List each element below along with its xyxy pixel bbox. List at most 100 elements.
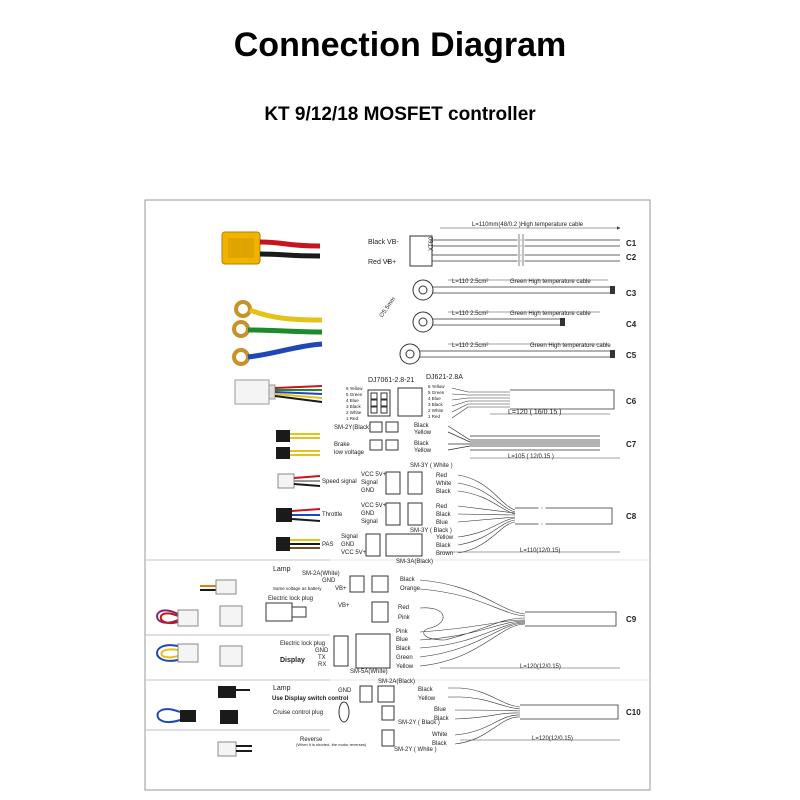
svg-text:Yellow: Yellow — [418, 696, 436, 702]
c8-pas-connector: SM-3A(Black) — [396, 559, 433, 565]
c9-lamp-connector: SM-2A(White) — [302, 571, 340, 577]
page-subtitle: KT 9/12/18 MOSFET controller — [264, 104, 536, 125]
c6-id: C6 — [626, 397, 637, 406]
c10-id: C10 — [626, 708, 641, 717]
svg-text:Black: Black — [434, 716, 450, 722]
svg-text:RX: RX — [318, 662, 326, 668]
throttle-connector-icon — [276, 508, 321, 522]
svg-text:Signal: Signal — [361, 480, 378, 486]
c9-lamp-title: Lamp — [273, 566, 291, 573]
svg-text:Blue: Blue — [434, 707, 447, 713]
c5-length-label: L=110 2.5cm² — [452, 343, 488, 349]
svg-text:5 Green: 5 Green — [428, 390, 445, 395]
c4-length-label: L=110 2.5cm² — [452, 311, 488, 317]
svg-text:GND: GND — [315, 648, 329, 654]
c10-reverse-connector: SM-2Y ( White ) — [394, 747, 437, 753]
svg-text:Signal: Signal — [361, 519, 378, 525]
c9-lock-title: Electric lock plug — [268, 596, 313, 602]
c7-brake-sub: low voltage — [334, 450, 365, 456]
c9-lock2-title: Electric lock plug — [280, 641, 325, 647]
svg-text:Green: Green — [396, 655, 413, 661]
svg-text:4 Blue: 4 Blue — [346, 398, 359, 403]
svg-text:Yellow: Yellow — [436, 535, 454, 541]
c10-accessory-cable: Lamp SM-2A(Black) GND Use Display switch… — [272, 679, 641, 753]
c7-brake-cable: SM-2Y(Black) Black Yellow Brake low volt… — [334, 421, 637, 460]
c6-right-connector: DJ621-2.8A — [426, 374, 463, 381]
svg-text:TX: TX — [318, 655, 326, 661]
svg-text:GND: GND — [341, 542, 355, 548]
reverse-connector-icon — [217, 741, 252, 757]
svg-text:1 Red: 1 Red — [428, 414, 441, 419]
c3-cable-label: Green High temperature cable — [510, 279, 591, 285]
svg-text:Orange: Orange — [400, 586, 421, 592]
brake-connector-icon — [276, 430, 320, 459]
c10-reverse-note: (When it is shorted, the motor reverses) — [296, 742, 367, 747]
svg-text:VCC 5V+: VCC 5V+ — [341, 550, 367, 556]
svg-text:VB+: VB+ — [338, 603, 350, 609]
c1-length-label: L=110mm(48/0.2 )High temperature cable — [472, 222, 584, 228]
c7-brake-label: Brake — [334, 442, 350, 448]
c6-length-label: L=120 ( 16/0.15 ) — [508, 409, 562, 416]
svg-text:5 Green: 5 Green — [346, 392, 363, 397]
c10-lamp-connector: SM-2A(Black) — [378, 679, 415, 685]
c7-length-label: L=105 ( 12/0.15 ) — [508, 454, 554, 460]
svg-text:Black: Black — [436, 489, 452, 495]
svg-text:VCC 5V+: VCC 5V+ — [361, 472, 387, 478]
svg-text:6 Yellow: 6 Yellow — [428, 384, 445, 389]
svg-text:6 Yellow: 6 Yellow — [346, 386, 363, 391]
c9-display-connector: SM-5A(White) — [350, 669, 388, 675]
hall-connector-icon — [234, 379, 323, 405]
xt60-mark: XT60 — [429, 236, 435, 251]
svg-text:White: White — [436, 481, 452, 487]
c9-display-label: Display — [280, 657, 305, 664]
c8-throttle-connector: SM-3Y ( Black ) — [410, 528, 452, 534]
svg-text:Signal: Signal — [341, 534, 358, 540]
c1-c2-battery-leads: Black VB- Red VB+ + XT60 L=110mm(48/0.2 … — [368, 222, 637, 267]
c8-pas-label: PAS — [322, 542, 334, 548]
svg-text:Black: Black — [436, 512, 452, 518]
c10-reverse-label: Reverse — [300, 737, 323, 743]
svg-text:4 Blue: 4 Blue — [428, 396, 441, 401]
c8-speed-connector: SM-3Y ( White ) — [410, 463, 453, 469]
c4-cable-label: Green High temperature cable — [510, 311, 591, 317]
svg-text:2 White: 2 White — [346, 410, 362, 415]
c5-phase-lead: L=110 2.5cm² Green High temperature cabl… — [399, 343, 637, 365]
c10-lamp-title: Lamp — [273, 685, 291, 692]
electric-lock-loop-icon — [156, 605, 243, 627]
c3-id: C3 — [626, 289, 637, 298]
svg-text:White: White — [432, 732, 448, 738]
c7-id: C7 — [626, 440, 637, 449]
c4-phase-lead: L=110 2.5cm² Green High temperature cabl… — [412, 311, 637, 333]
c8-signal-cable: SM-3Y ( White ) Speed signal VCC 5V+ Sig… — [322, 463, 637, 565]
c9-length-label: L=120(12/0.15) — [520, 664, 561, 670]
svg-text:Black: Black — [400, 577, 416, 583]
c6-left-connector: DJ7061-2.8-21 — [368, 377, 414, 384]
c9-id: C9 — [626, 615, 637, 624]
ring-lug-yellow-icon — [234, 300, 323, 323]
c7-connector-label: SM-2Y(Black) — [334, 425, 371, 431]
svg-text:Pink: Pink — [398, 615, 411, 621]
c8-length-label: L=110(12/0.15) — [520, 548, 560, 554]
c8-id: C8 — [626, 512, 637, 521]
c5-cable-label: Green High temperature cable — [530, 343, 611, 349]
display-loop-icon — [156, 643, 243, 667]
svg-text:+: + — [386, 259, 390, 266]
c9-accessory-cable: Lamp SM-2A(White) GND VB+ Same voltage a… — [265, 566, 637, 675]
svg-text:Red: Red — [436, 504, 447, 510]
svg-text:Black: Black — [436, 543, 452, 549]
c5-id: C5 — [626, 351, 637, 360]
svg-text:Yellow: Yellow — [414, 448, 432, 454]
c6-hall-cable: DJ7061-2.8-21 DJ621-2.8A 6 Yellow 5 Gree… — [346, 374, 637, 421]
c2-wire-label: Red VB+ — [368, 259, 396, 266]
ring-lug-green-icon — [232, 320, 323, 338]
svg-text:Black: Black — [414, 423, 430, 429]
pas-connector-icon — [276, 537, 320, 551]
svg-text:Red: Red — [398, 605, 409, 611]
xt60-plug-icon — [221, 231, 321, 265]
c4-id: C4 — [626, 320, 637, 329]
svg-text:3 Black: 3 Black — [428, 402, 444, 407]
lamp-connector-icon — [200, 579, 237, 595]
svg-text:Pink: Pink — [396, 629, 409, 635]
svg-text:GND: GND — [322, 578, 336, 584]
